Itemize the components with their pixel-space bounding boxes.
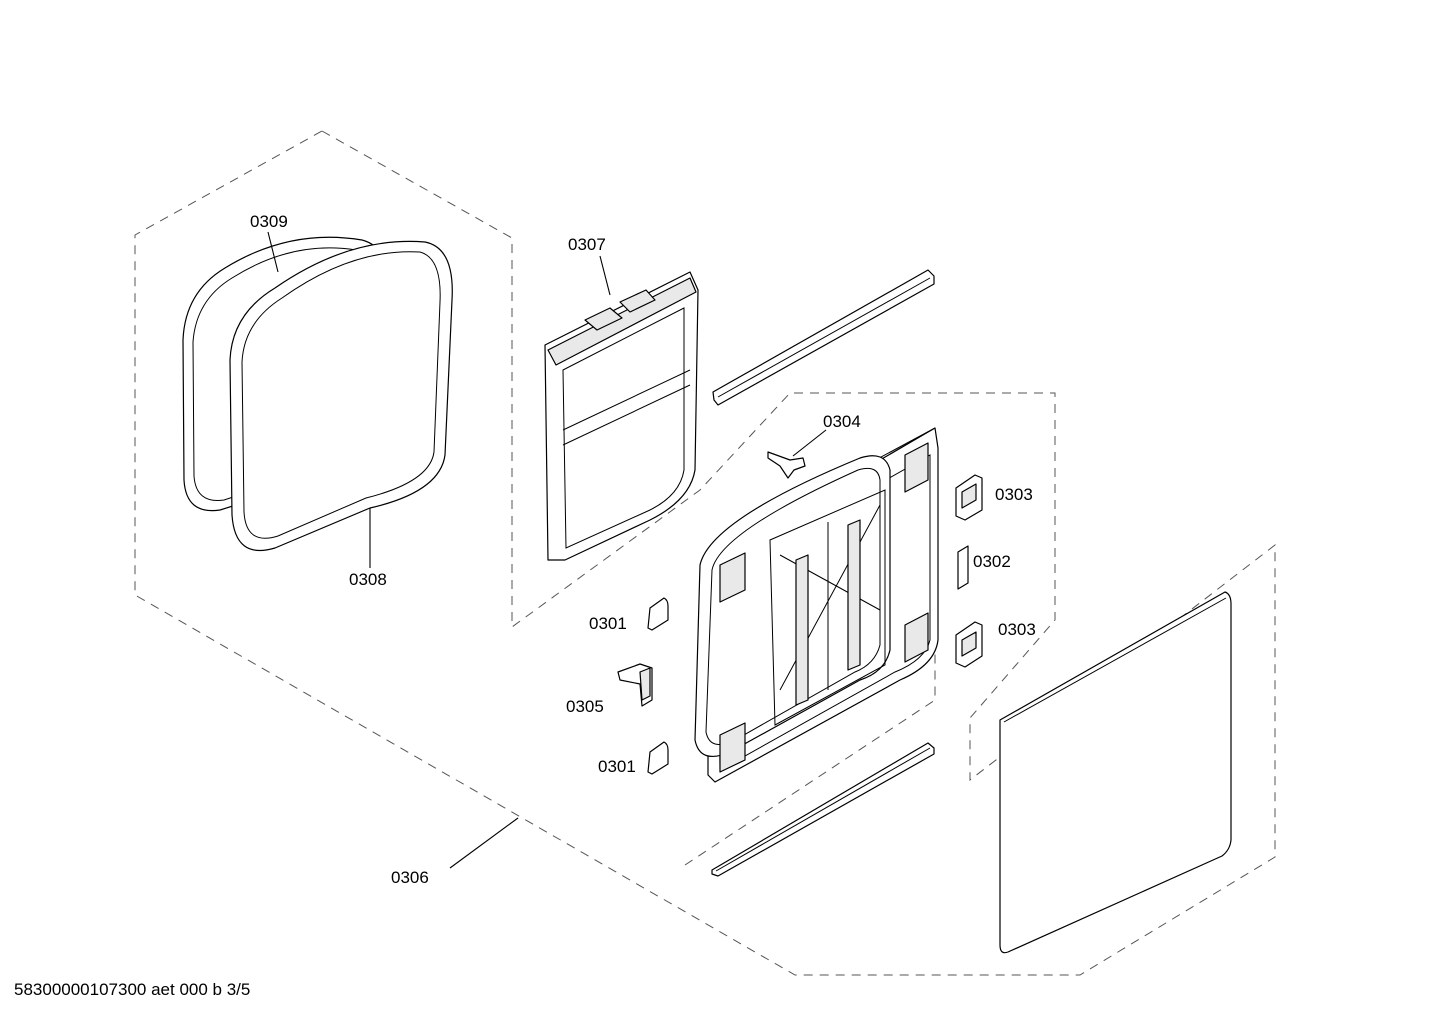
lint-filter-frame-0307 bbox=[544, 271, 699, 561]
callout-0303-bottom: 0303 bbox=[998, 620, 1036, 639]
callout-0306: 0306 bbox=[391, 868, 429, 887]
callout-0302: 0302 bbox=[973, 552, 1011, 571]
seal-strip-0302 bbox=[957, 545, 969, 590]
upper-hinge-bar bbox=[712, 269, 935, 406]
lower-hinge-bar bbox=[711, 742, 935, 877]
hinge-0303-bottom bbox=[955, 621, 983, 668]
hinge-0303-top bbox=[955, 474, 983, 521]
door-seal-0308 bbox=[229, 240, 453, 552]
callout-0309: 0309 bbox=[250, 212, 288, 231]
callout-0301-bottom: 0301 bbox=[598, 757, 636, 776]
leader-0307 bbox=[599, 255, 611, 296]
callout-0307: 0307 bbox=[568, 235, 606, 254]
outer-door-panel bbox=[999, 591, 1232, 954]
callout-0304: 0304 bbox=[823, 412, 861, 431]
assembly-group-outline bbox=[134, 130, 1276, 976]
callout-0303-top: 0303 bbox=[995, 485, 1033, 504]
cover-0301-top bbox=[647, 597, 669, 631]
callout-0308: 0308 bbox=[349, 570, 387, 589]
leader-0304 bbox=[792, 429, 827, 457]
leader-0309 bbox=[267, 231, 279, 273]
door-inner-panel bbox=[694, 427, 939, 783]
cover-0301-bottom bbox=[647, 741, 669, 775]
latch-bracket-0305 bbox=[617, 663, 653, 707]
leader-0306 bbox=[449, 817, 519, 869]
inner-group-outline bbox=[684, 650, 936, 866]
callout-0305: 0305 bbox=[566, 697, 604, 716]
drawing-id: 58300000107300 aet 000 b 3/5 bbox=[14, 980, 251, 999]
door-catch-0304 bbox=[767, 451, 806, 479]
callout-0301-top: 0301 bbox=[589, 614, 627, 633]
